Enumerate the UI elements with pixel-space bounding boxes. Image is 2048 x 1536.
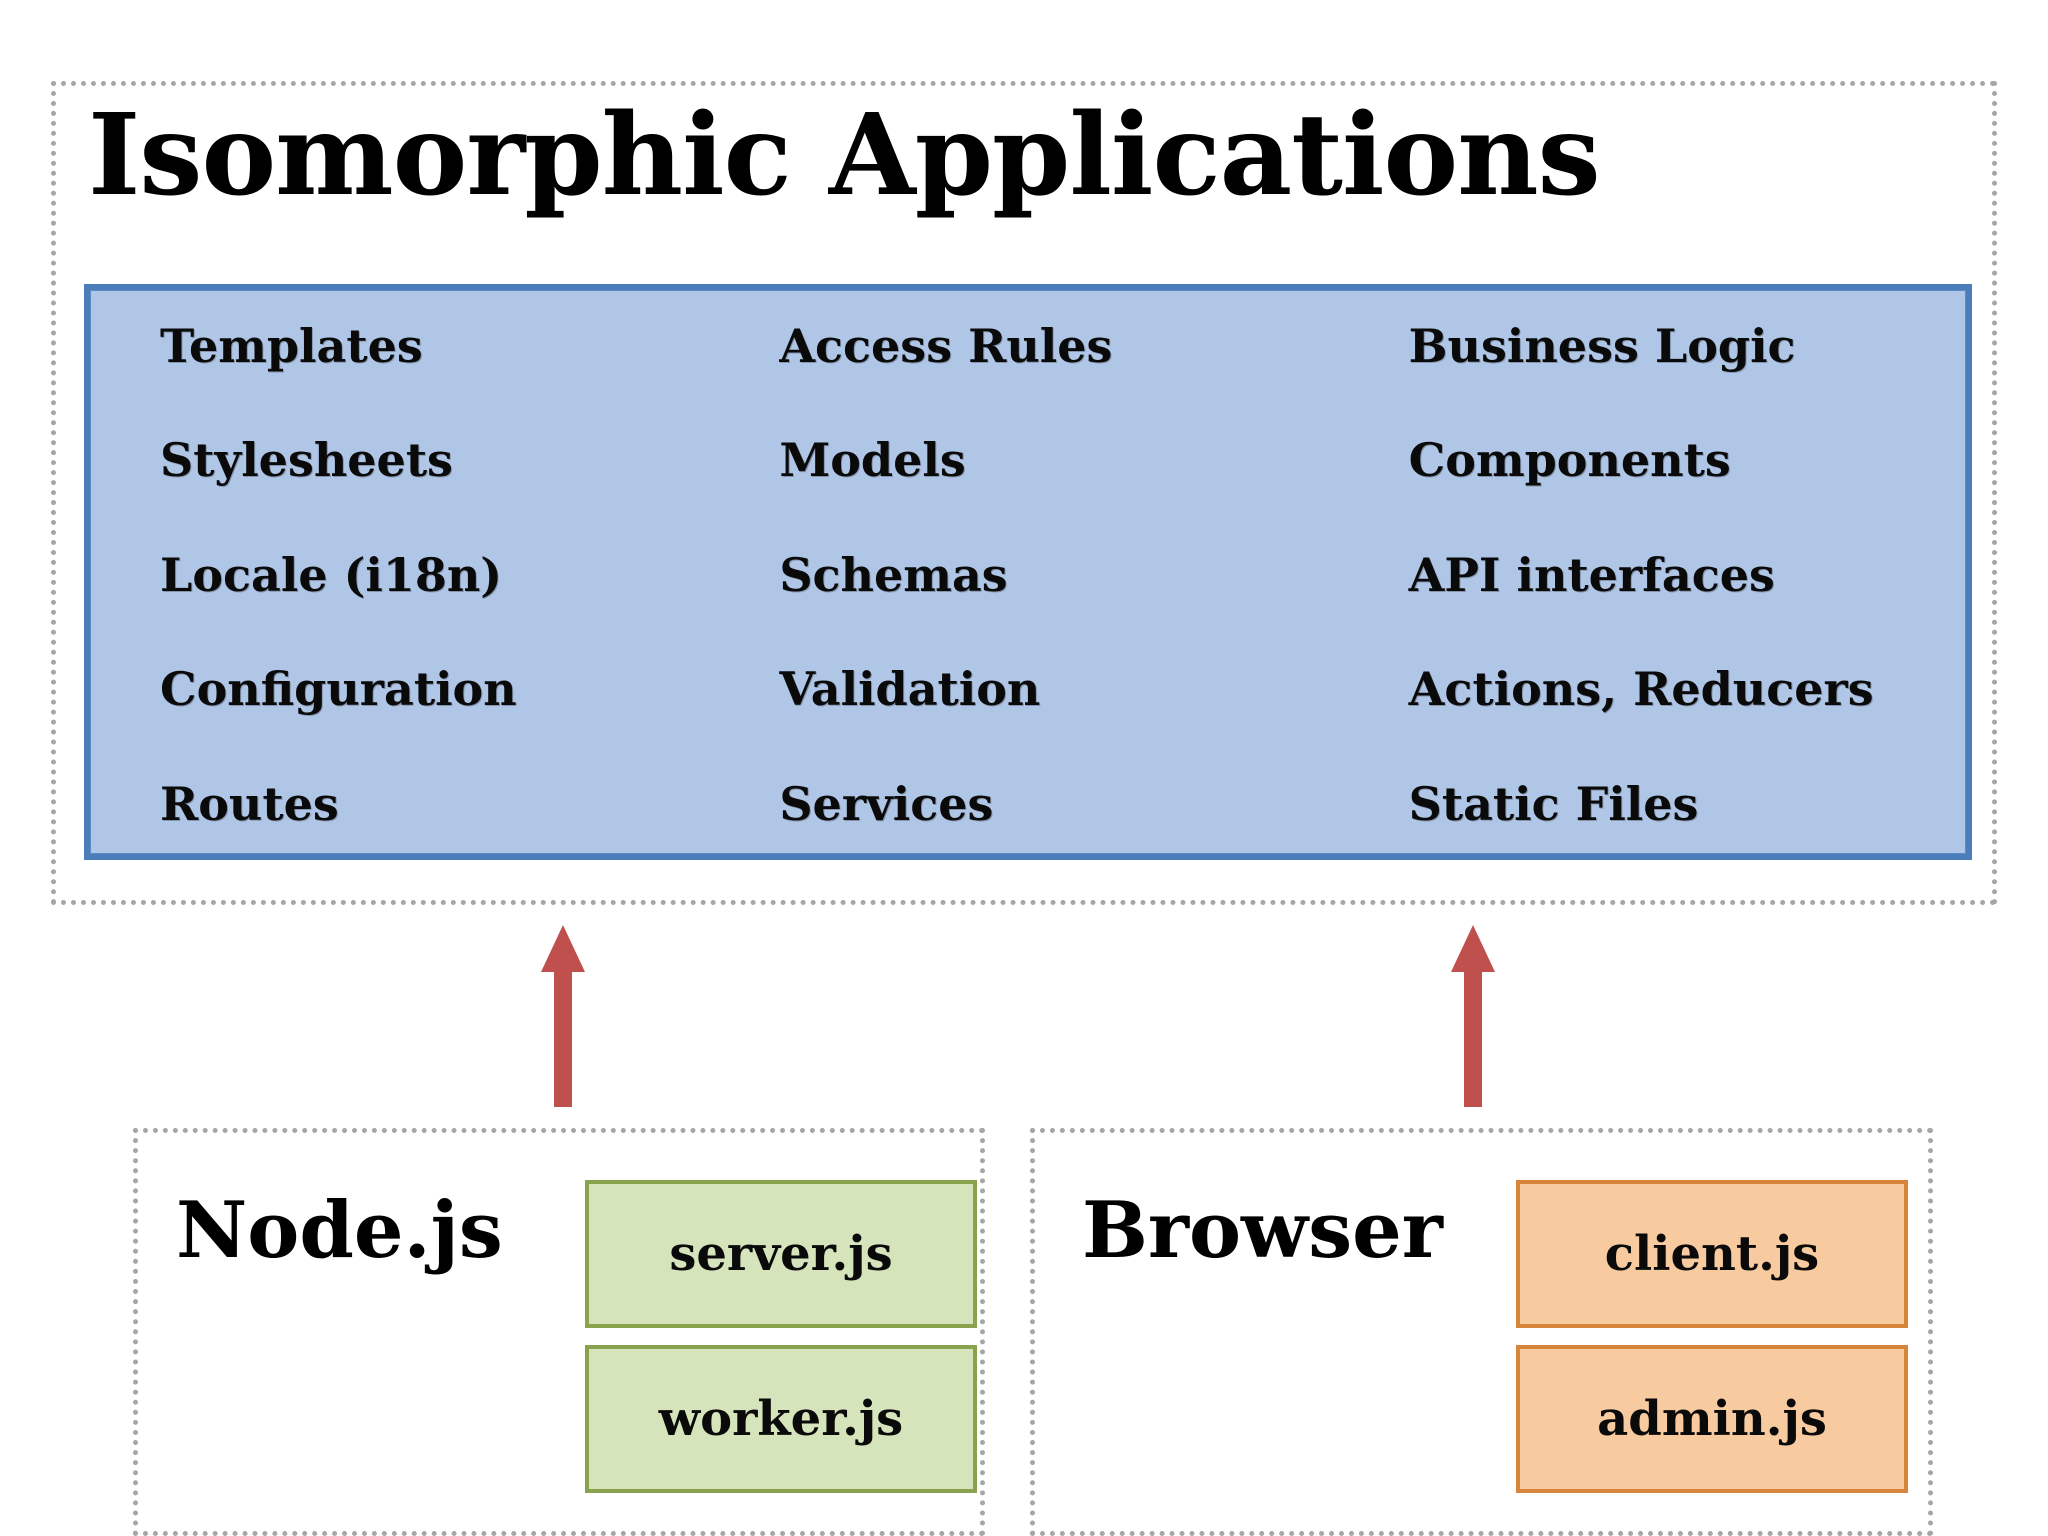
shared-item-schemas: Schemas (779, 547, 1008, 602)
browser-runtime-label: Browser (1082, 1185, 1443, 1276)
file-box-client-js: client.js (1516, 1180, 1908, 1328)
shared-item-services: Services (779, 776, 994, 831)
shared-code-region (51, 81, 1997, 905)
shared-column-2: Access Rules Models Schemas Validation S… (717, 322, 1336, 828)
shared-item-routes: Routes (160, 776, 339, 831)
shared-column-1: Templates Stylesheets Locale (i18n) Conf… (90, 322, 717, 828)
browser-runtime-region (1030, 1128, 1933, 1536)
node-runtime-label: Node.js (176, 1185, 503, 1276)
shared-item-access-rules: Access Rules (779, 319, 1113, 373)
shared-column-3: Business Logic Components API interfaces… (1337, 322, 1966, 828)
page-title: Isomorphic Applications (88, 90, 1601, 221)
file-box-admin-js: admin.js (1516, 1345, 1908, 1493)
shared-item-locale: Locale (i18n) (160, 547, 503, 602)
shared-item-models: Models (779, 433, 966, 488)
node-runtime-region (133, 1128, 985, 1536)
shared-item-components: Components (1408, 433, 1731, 488)
shared-item-static-files: Static Files (1408, 776, 1699, 831)
shared-item-templates: Templates (160, 319, 423, 373)
file-box-worker-js: worker.js (585, 1345, 977, 1493)
arrow-up-icon-browser (1451, 925, 1495, 1107)
shared-item-validation: Validation (779, 662, 1041, 717)
arrow-up-icon-node (541, 925, 585, 1107)
shared-item-stylesheets: Stylesheets (160, 433, 453, 488)
shared-item-api-interfaces: API interfaces (1408, 547, 1775, 602)
shared-code-panel: Templates Stylesheets Locale (i18n) Conf… (84, 284, 1972, 860)
shared-item-configuration: Configuration (160, 662, 517, 717)
shared-item-business-logic: Business Logic (1408, 319, 1796, 373)
shared-item-actions-reducers: Actions, Reducers (1408, 662, 1874, 717)
file-box-server-js: server.js (585, 1180, 977, 1328)
